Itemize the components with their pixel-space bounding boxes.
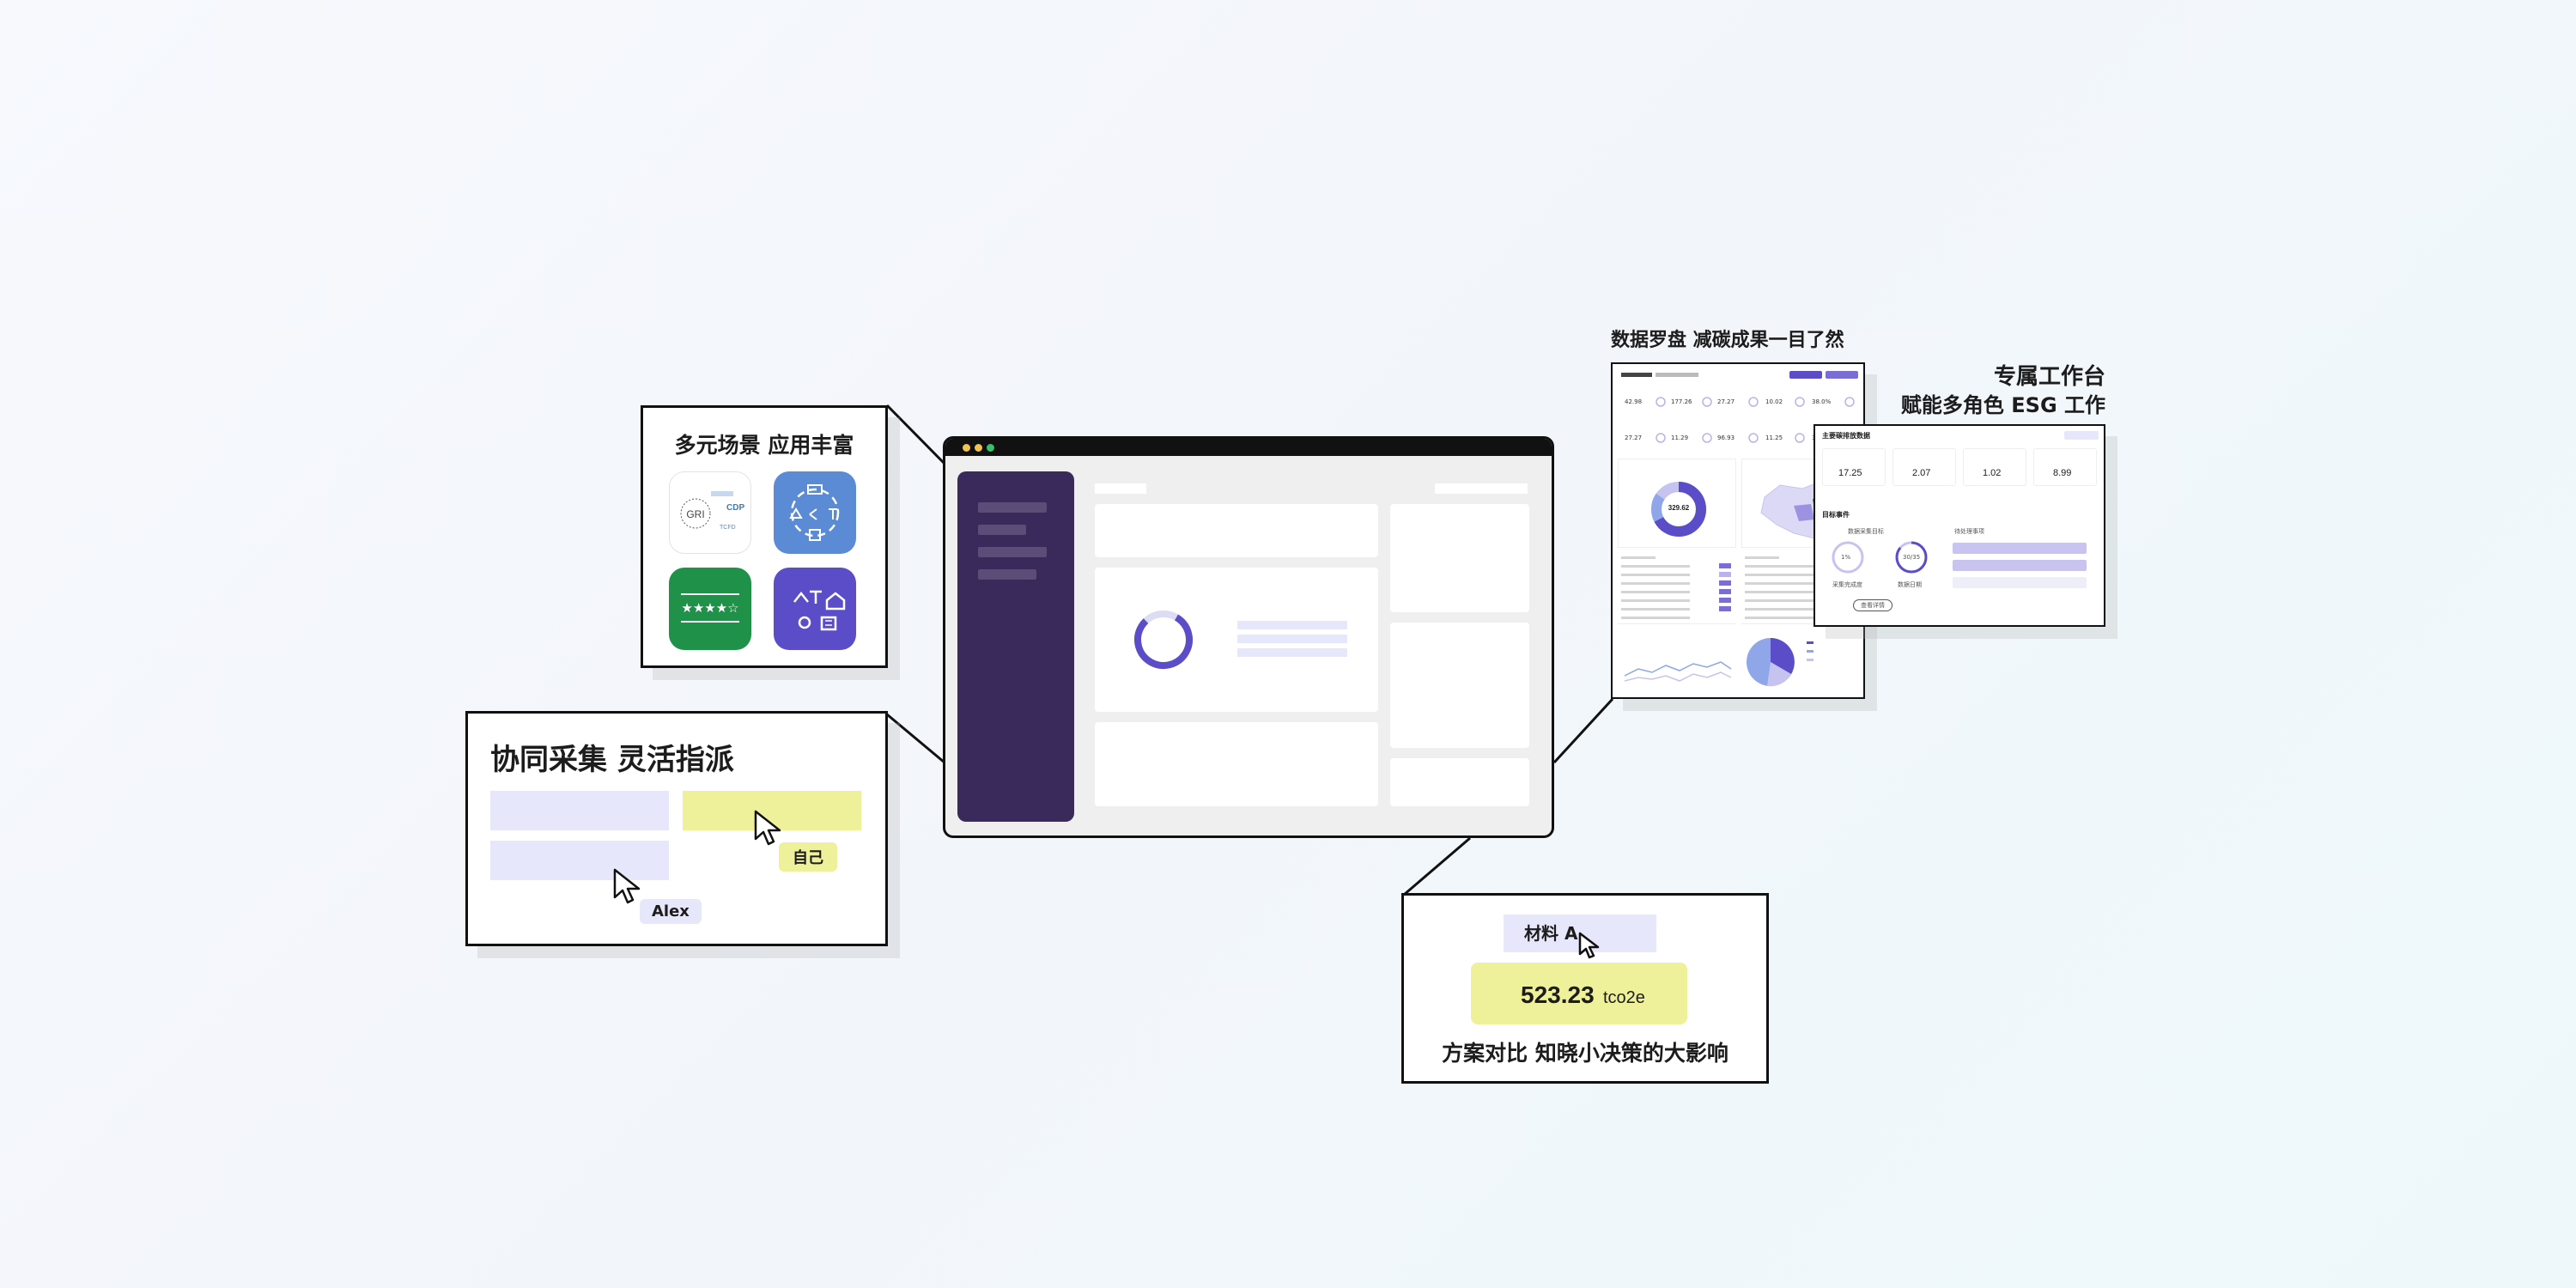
sidebar-item[interactable] [978, 547, 1047, 557]
compare-title: 方案对比 知晓小决策的大影响 [1442, 1041, 1728, 1066]
sidebar-item[interactable] [978, 525, 1026, 535]
ring-2-caption: 数据日期 [1898, 581, 1922, 588]
svg-text:TCFD: TCFD [720, 525, 736, 531]
side-panel-2 [1390, 623, 1529, 748]
rating-tile: ★★★★☆ [669, 568, 751, 650]
svg-text:27.27: 27.27 [1717, 398, 1735, 405]
header-placeholder [1095, 483, 1146, 494]
svg-text:177.26: 177.26 [1671, 398, 1692, 405]
gri-cdp-logos-icon: GRI CDP TCFD [680, 491, 744, 531]
side-panel-1 [1390, 504, 1529, 612]
progress-label-2: 待处理事项 [1954, 528, 1984, 535]
cycle-icons-icon [789, 484, 840, 541]
todo-item[interactable] [1953, 543, 2087, 554]
scenes-title: 多元场景 应用丰富 [674, 433, 854, 458]
svg-text:11.25: 11.25 [1765, 434, 1783, 441]
dashboard-toolbar [1621, 371, 1858, 381]
todo-item[interactable] [1953, 560, 2087, 571]
dashboard-list-left [1618, 551, 1736, 630]
dashboard-title: 数据罗盘 减碳成果一目了然 [1611, 330, 1844, 351]
dashboard-button[interactable] [1826, 371, 1858, 379]
window-maximize-icon[interactable] [987, 444, 994, 452]
collab-field-1[interactable] [490, 791, 669, 830]
tag-alex: Alex [640, 899, 702, 924]
emission-value-box: 523.23 tco2e [1471, 963, 1687, 1024]
compare-card: 材料 A 523.23 tco2e 方案对比 知晓小决策的大影响 [1401, 893, 1769, 1084]
svg-text:96.93: 96.93 [1717, 434, 1735, 441]
dashboard-card: 42.98 177.26 27.27 10.02 38.0% 27.27 11.29 96.… [1611, 362, 1865, 699]
stat-value: 2.07 [1912, 468, 1931, 478]
svg-text:42.98: 42.98 [1625, 398, 1642, 405]
window-minimize-icon[interactable] [975, 444, 982, 452]
header-right-placeholder [1435, 483, 1528, 494]
cursor-icon [1578, 932, 1600, 959]
svg-text:CDP: CDP [726, 503, 744, 513]
dashboard-line-panel [1618, 623, 1736, 696]
emission-unit: tco2e [1603, 988, 1645, 1007]
workbench-header-button[interactable] [2064, 431, 2099, 440]
lifecycle-tile [774, 471, 856, 554]
collab-card: 协同采集 灵活指派 自己 Alex [465, 711, 888, 946]
sidebar-item[interactable] [978, 569, 1036, 580]
cursor-self-icon [754, 810, 781, 846]
stat-card: 17.25 [1822, 448, 1886, 486]
standards-logo-tile: GRI CDP TCFD [669, 471, 751, 554]
todo-item[interactable] [1953, 577, 2087, 588]
workbench-header: 主要碳排放数据 [1822, 432, 1870, 440]
workbench-card: 主要碳排放数据 17.25 2.07 1.02 8.99 目标事件 数据采集目标… [1814, 424, 2105, 627]
stat-card: 1.02 [1963, 448, 2026, 486]
workbench-section-title: 目标事件 [1822, 511, 1850, 519]
placeholder-line [1237, 648, 1347, 657]
collab-field-3[interactable] [490, 841, 669, 880]
svg-text:11.29: 11.29 [1671, 434, 1688, 441]
collab-title: 协同采集 灵活指派 [490, 743, 734, 777]
window-close-icon[interactable] [963, 444, 970, 452]
workbench-title-2: 赋能多角色 ESG 工作 [1900, 393, 2105, 417]
scenes-card: 多元场景 应用丰富 GRI CDP TCFD ★★★★☆ [641, 405, 888, 668]
progress-rings [1832, 541, 1928, 574]
main-window [943, 436, 1554, 838]
stat-card: 8.99 [2033, 448, 2097, 486]
placeholder-line [1237, 635, 1347, 643]
stat-value: 8.99 [2053, 468, 2072, 478]
cursor-alex-icon [613, 868, 641, 904]
star-rating-icon: ★★★★☆ [681, 600, 739, 616]
dashboard-list-right [1741, 551, 1862, 630]
tag-self: 自己 [779, 842, 837, 872]
side-panel-3 [1390, 758, 1529, 806]
workbench-detail-button[interactable]: 查看详情 [1853, 599, 1893, 611]
panel-chart [1095, 568, 1378, 712]
stat-value: 1.02 [1983, 468, 2002, 478]
donut-chart-icon [1134, 611, 1193, 669]
window-sidebar [957, 471, 1074, 822]
placeholder-line [1237, 621, 1347, 629]
panel-top [1095, 504, 1378, 557]
dashboard-button[interactable] [1789, 371, 1822, 379]
svg-text:GRI: GRI [686, 508, 704, 520]
dashboard-pie-panel [1741, 623, 1862, 696]
svg-text:27.27: 27.27 [1625, 434, 1642, 441]
industry-tile [774, 568, 856, 650]
panel-bottom [1095, 722, 1378, 806]
dashboard-donut-panel: 329.62 [1618, 459, 1736, 548]
sidebar-item[interactable] [978, 502, 1047, 513]
ring-1-caption: 采集完成度 [1832, 581, 1862, 588]
emission-value: 523.23 [1521, 981, 1595, 1008]
ring-1-value: 1% [1841, 554, 1851, 561]
svg-text:38.0%: 38.0% [1812, 398, 1832, 405]
stat-card: 2.07 [1893, 448, 1956, 486]
window-titlebar [945, 439, 1552, 456]
svg-text:10.02: 10.02 [1765, 398, 1783, 405]
donut-center-value: 329.62 [1668, 504, 1690, 512]
progress-label-1: 数据采集目标 [1848, 528, 1884, 535]
workbench-title-1: 专属工作台 [1993, 364, 2105, 390]
factory-icons-icon [793, 590, 846, 631]
ring-2-value: 30/35 [1903, 554, 1921, 561]
stat-value: 17.25 [1838, 468, 1862, 478]
